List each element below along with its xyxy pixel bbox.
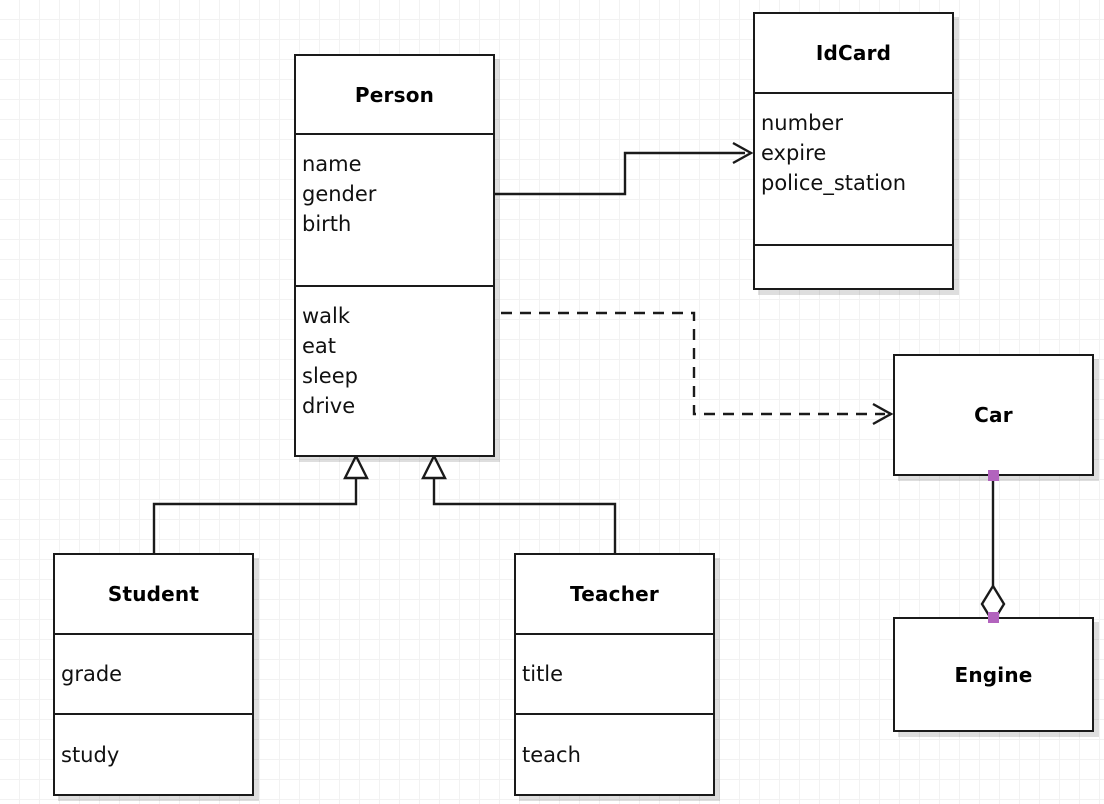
class-name-label: Engine [954, 662, 1033, 687]
attribute-item: title [522, 662, 564, 686]
class-box-person[interactable]: Person name gender birth walk eat sleep … [294, 54, 495, 457]
edge-person-car[interactable] [501, 311, 894, 426]
class-header-car: Car [895, 356, 1092, 474]
operation-item: study [61, 742, 120, 767]
class-header-student: Student [55, 555, 252, 633]
hollow-triangle-icon [421, 453, 447, 480]
attributes-compartment-idcard: number expire police_station [755, 92, 952, 244]
operation-item: sleep [302, 364, 358, 388]
edge-person-idcard[interactable] [495, 141, 754, 196]
open-arrowhead-icon [732, 141, 754, 165]
attribute-item: expire [761, 141, 827, 165]
class-box-teacher[interactable]: Teacher title teach [514, 553, 715, 796]
attribute-item: gender [302, 182, 377, 206]
attributes-compartment-person: name gender birth [296, 133, 493, 285]
class-box-engine[interactable]: Engine [893, 617, 1094, 732]
class-name-label: Student [107, 582, 200, 606]
class-header-idcard: IdCard [755, 14, 952, 92]
edge-teacher-person[interactable] [421, 453, 617, 553]
hollow-triangle-icon [343, 453, 369, 480]
class-header-teacher: Teacher [516, 555, 713, 633]
class-box-idcard[interactable]: IdCard number expire police_station [753, 12, 954, 290]
attributes-compartment-teacher: title [516, 633, 713, 713]
class-box-student[interactable]: Student grade study [53, 553, 254, 796]
connection-handle-car-bottom[interactable] [988, 470, 999, 481]
class-name-label: Person [354, 82, 435, 107]
attribute-item: police_station [761, 171, 907, 195]
operations-compartment-student: study [55, 713, 252, 794]
attribute-item: birth [302, 212, 352, 236]
attributes-compartment-student: grade [55, 633, 252, 713]
class-header-person: Person [296, 56, 493, 133]
open-arrowhead-icon [872, 402, 894, 426]
attribute-item: grade [61, 662, 123, 686]
attribute-item: number [761, 111, 843, 135]
attribute-item: name [302, 152, 362, 176]
class-name-label: Car [974, 403, 1013, 427]
class-name-label: Teacher [570, 582, 659, 606]
class-header-engine: Engine [895, 619, 1092, 730]
edge-car-engine[interactable] [980, 476, 1006, 625]
operation-item: eat [302, 334, 337, 358]
class-name-label: IdCard [815, 41, 892, 65]
class-box-car[interactable]: Car [893, 354, 1094, 476]
operation-item: teach [522, 742, 581, 767]
operation-item: drive [302, 394, 356, 418]
operations-compartment-teacher: teach [516, 713, 713, 794]
operations-compartment-person: walk eat sleep drive [296, 285, 493, 455]
operations-compartment-idcard [755, 244, 952, 288]
operation-item: walk [302, 304, 351, 328]
edge-student-person[interactable] [152, 453, 369, 553]
connection-handle-engine-top[interactable] [988, 612, 999, 623]
